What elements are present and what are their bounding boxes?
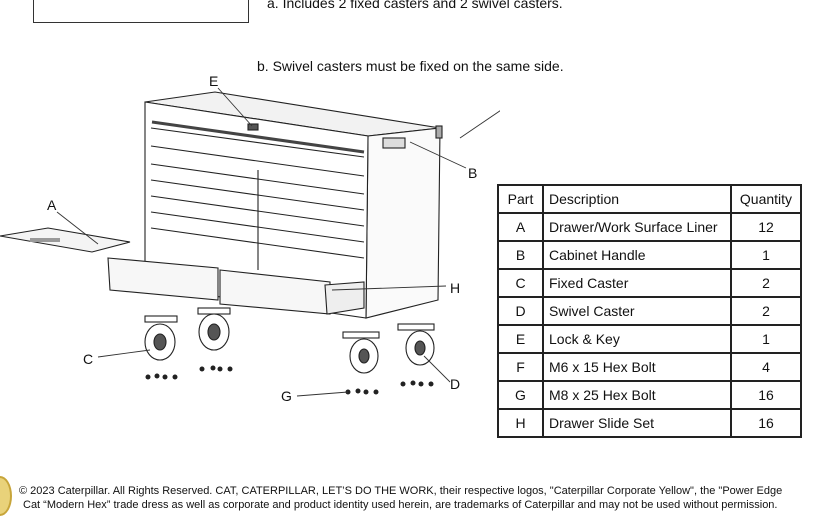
cell-quantity: 1 <box>730 324 802 354</box>
callout-c: C <box>83 351 93 367</box>
cell-description: Drawer/Work Surface Liner <box>542 212 732 242</box>
swivel-caster-left <box>342 331 380 374</box>
cell-quantity: 1 <box>730 240 802 270</box>
blank-frame <box>33 0 249 23</box>
cell-description: Swivel Caster <box>542 296 732 326</box>
callout-g: G <box>281 388 292 404</box>
fixed-caster-right <box>197 307 231 351</box>
cell-part: B <box>497 240 544 270</box>
callout-d: D <box>450 376 460 392</box>
swivel-caster-right <box>397 323 435 366</box>
header-quantity: Quantity <box>730 184 802 214</box>
cell-part: A <box>497 212 544 242</box>
note-swivel-same-side: b. Swivel casters must be fixed on the s… <box>257 58 564 74</box>
cell-part: F <box>497 352 544 382</box>
callout-h: H <box>450 280 460 296</box>
cell-quantity: 16 <box>730 380 802 410</box>
fixed-caster-left <box>144 315 178 361</box>
table-row: A Drawer/Work Surface Liner 12 <box>497 212 802 242</box>
cell-description: M6 x 15 Hex Bolt <box>542 352 732 382</box>
cell-part: E <box>497 324 544 354</box>
cell-description: Drawer Slide Set <box>542 408 732 438</box>
table-row: B Cabinet Handle 1 <box>497 240 802 270</box>
cell-description: Fixed Caster <box>542 268 732 298</box>
cell-description: Cabinet Handle <box>542 240 732 270</box>
cell-quantity: 2 <box>730 296 802 326</box>
table-header-row: Part Description Quantity <box>497 184 802 214</box>
cell-part: D <box>497 296 544 326</box>
cabinet-side <box>365 127 441 319</box>
header-part: Part <box>497 184 544 214</box>
table-row: F M6 x 15 Hex Bolt 4 <box>497 352 802 382</box>
liner-sheet <box>0 227 131 253</box>
table-row: D Swivel Caster 2 <box>497 296 802 326</box>
header-description: Description <box>542 184 732 214</box>
cabinet-front <box>144 101 369 319</box>
callout-a: A <box>47 197 57 213</box>
brand-seal-icon <box>0 476 12 516</box>
cell-description: M8 x 25 Hex Bolt <box>542 380 732 410</box>
table-row: H Drawer Slide Set 16 <box>497 408 802 438</box>
bolt-group <box>145 365 434 395</box>
cell-part: C <box>497 268 544 298</box>
parts-table: Part Description Quantity A Drawer/Work … <box>497 184 802 438</box>
callout-e: E <box>209 73 218 89</box>
cell-description: Lock & Key <box>542 324 732 354</box>
table-row: C Fixed Caster 2 <box>497 268 802 298</box>
table-row: G M8 x 25 Hex Bolt 16 <box>497 380 802 410</box>
callout-b: B <box>468 165 477 181</box>
table-row: E Lock & Key 1 <box>497 324 802 354</box>
cell-quantity: 16 <box>730 408 802 438</box>
cell-quantity: 4 <box>730 352 802 382</box>
cell-part: G <box>497 380 544 410</box>
note-casters-included: a. Includes 2 fixed casters and 2 swivel… <box>267 0 563 11</box>
cell-part: H <box>497 408 544 438</box>
cell-quantity: 12 <box>730 212 802 242</box>
cell-quantity: 2 <box>730 268 802 298</box>
footer-line-2: Cat “Modern Hex” trade dress as well as … <box>23 499 778 511</box>
footer-line-1: © 2023 Caterpillar. All Rights Reserved.… <box>19 485 783 497</box>
cabinet-exploded-diagram: A E F B C H D G <box>0 73 500 404</box>
